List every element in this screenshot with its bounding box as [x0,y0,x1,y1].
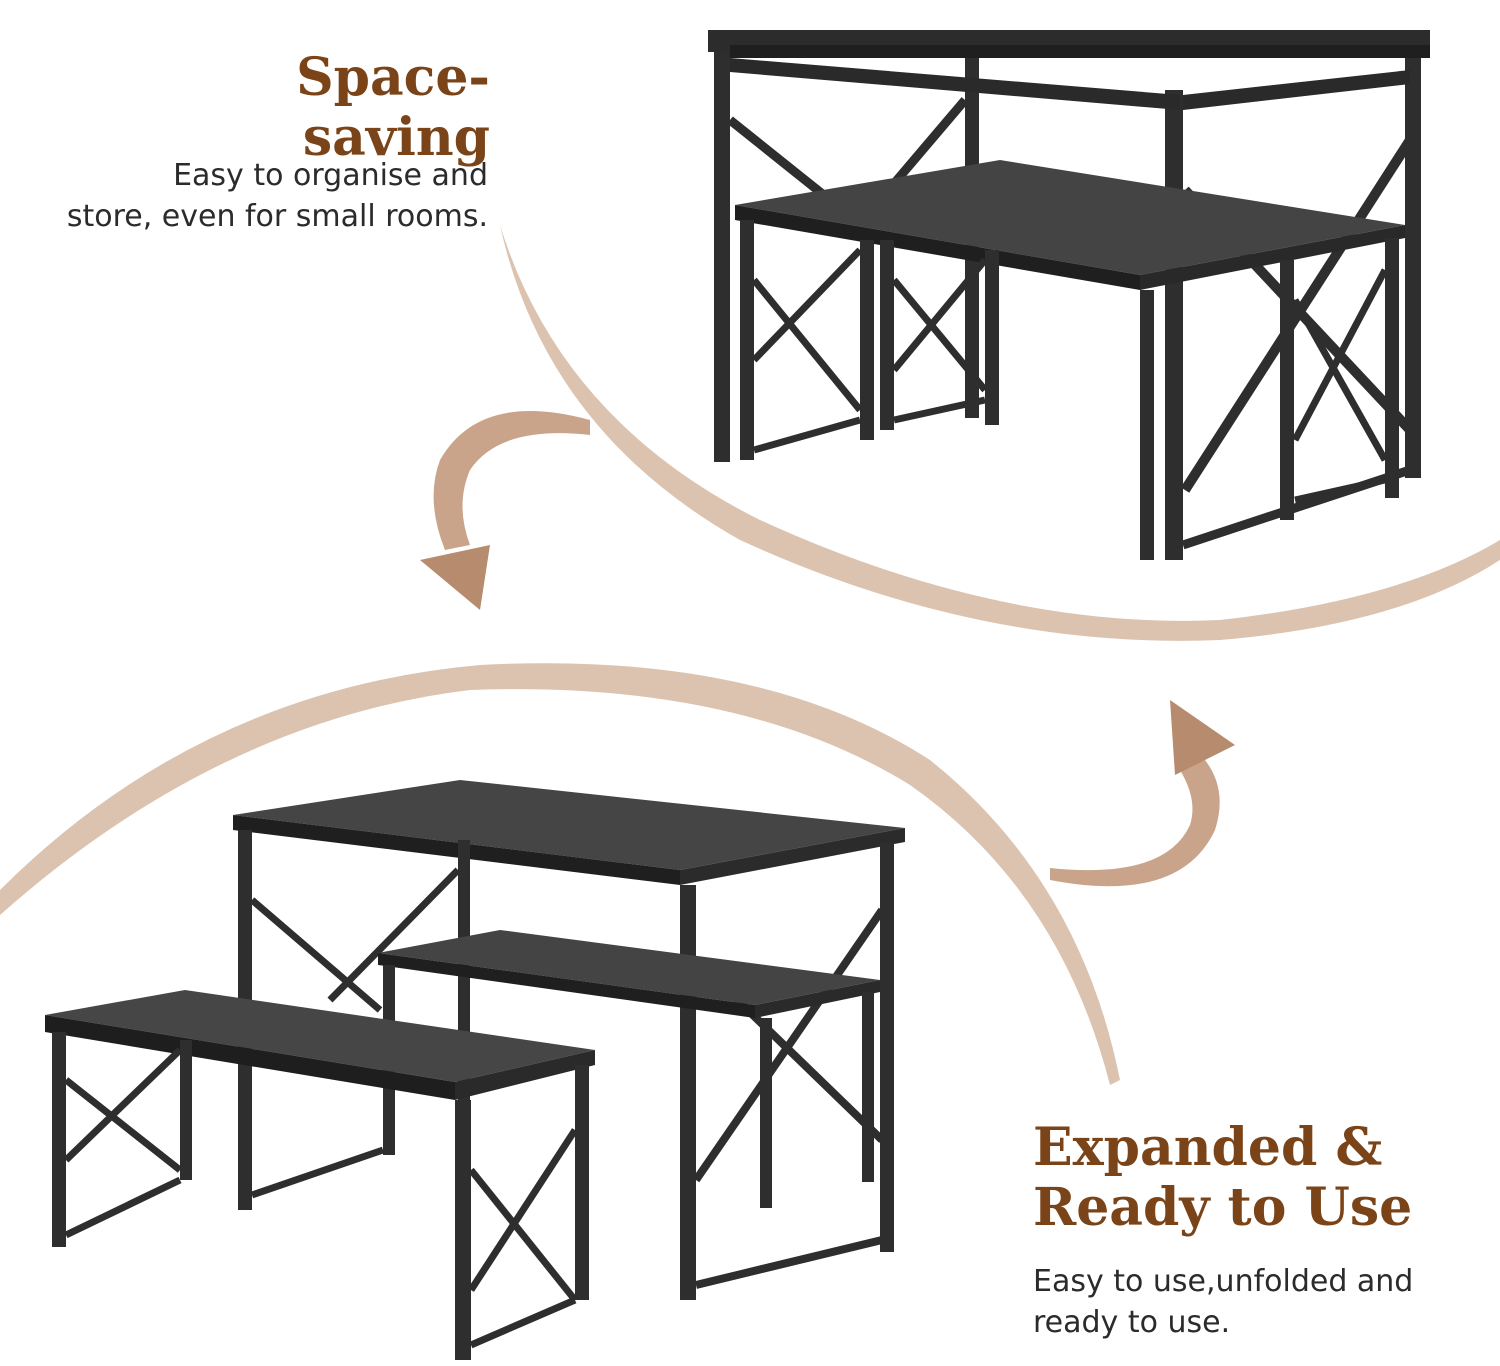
swoosh-top [500,225,1500,641]
expanded-description-line1: Easy to use,unfolded and [1033,1264,1414,1299]
expanded-title-line2: Ready to Use [1033,1176,1413,1238]
expanded-title-line1: Expanded & [1033,1117,1383,1178]
curved-arrow-up-icon [1050,700,1235,887]
curved-arrow-down-icon [420,411,590,610]
expanded-table-top [233,780,905,870]
space-saving-description: Easy to organise and store, even for sma… [10,156,488,237]
space-saving-description-line2: store, even for small rooms. [66,198,488,234]
expanded-description-line2: ready to use. [1033,1304,1231,1340]
stored-dining-set [708,30,1430,560]
space-saving-description-line1: Easy to organise and [173,158,488,193]
front-bench-top [45,990,595,1082]
space-saving-title: Space-saving [296,47,490,168]
back-bench-top [378,930,880,1005]
expanded-description: Easy to use,unfolded and ready to use. [1033,1262,1493,1343]
stored-bench-top [735,160,1405,275]
expanded-title: Expanded & Ready to Use [1033,1118,1493,1238]
expanded-dining-set [45,780,905,1360]
